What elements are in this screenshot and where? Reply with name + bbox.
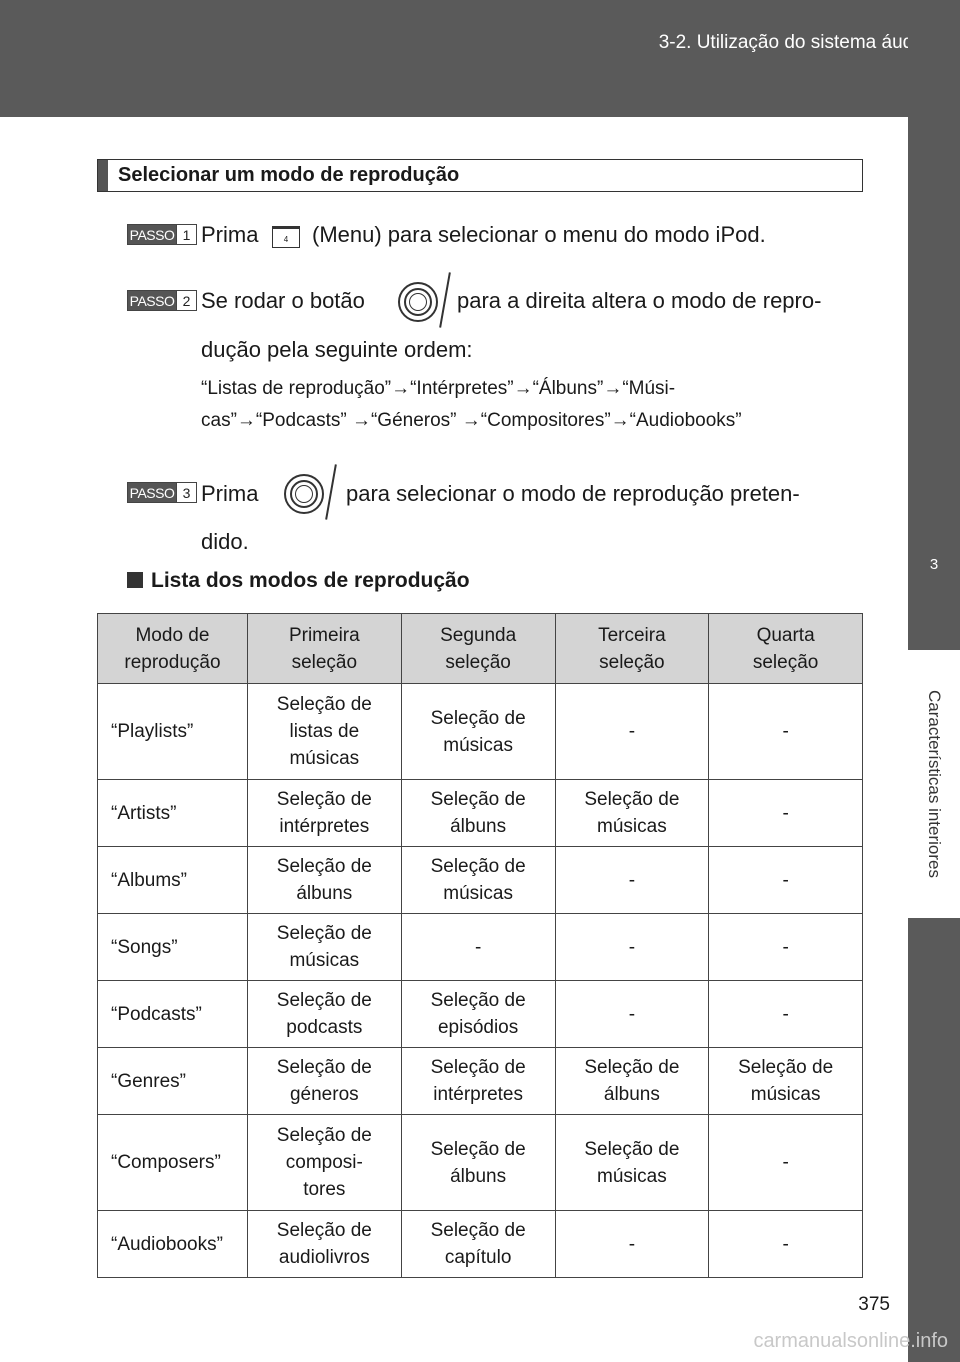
chapter-number-tab: 3 [908, 480, 960, 650]
knob-pointer-line [439, 272, 451, 328]
table-cell: “Albums” [97, 846, 248, 914]
table-cell: - [554, 683, 710, 780]
table-cell: “Composers” [97, 1114, 248, 1211]
table-cell: - [708, 779, 863, 847]
step-2-text-before: Se rodar o botão [201, 288, 365, 313]
tune-knob-icon [398, 282, 438, 322]
step-3-text-cont: dido. [201, 529, 249, 554]
step-1-text-before: Prima [201, 222, 259, 247]
table-cell: - [554, 913, 710, 981]
subheading: Lista dos modos de reprodução [127, 569, 470, 593]
step-number: 3 [176, 483, 196, 502]
order-line-2: cas”→“Podcasts” →“Géneros” →“Compositore… [201, 410, 742, 431]
heading-text: Selecionar um modo de reprodução [118, 164, 460, 186]
table-cell: - [708, 846, 863, 914]
heading-bar [98, 160, 108, 191]
step-2-text-cont: dução pela seguinte ordem: [201, 337, 473, 362]
table-cell: - [708, 980, 863, 1048]
table-cell: “Songs” [97, 913, 248, 981]
order-line-1: “Listas de reprodução”→“Intérpretes”→“Ál… [201, 378, 676, 399]
table-cell: “Audiobooks” [97, 1210, 248, 1278]
section-title: 3-2. Utilização do sistema áudio [658, 32, 928, 53]
square-bullet-icon [127, 572, 143, 588]
tune-knob-icon [284, 474, 324, 514]
step-3-text-after: para selecionar o modo de reprodução pre… [346, 481, 800, 506]
knob-pointer-line [325, 464, 337, 520]
step-label: PASSO [128, 225, 176, 244]
table-cell: - [708, 683, 863, 780]
top-banner: 3-2. Utilização do sistema áudio [0, 0, 960, 117]
step-1-badge: PASSO 1 [127, 224, 197, 245]
step-1-text-after: (Menu) para selecionar o menu do modo iP… [312, 222, 766, 247]
step-3-text-before: Prima [201, 481, 259, 506]
table-cell: - [554, 1210, 710, 1278]
watermark: carmanualsonline.info [753, 1330, 948, 1352]
step-2-badge: PASSO 2 [127, 290, 197, 311]
menu-key-icon: 4 [272, 226, 300, 248]
table-cell: - [400, 913, 556, 981]
page-number: 375 [858, 1294, 890, 1315]
step-label: PASSO [128, 291, 176, 310]
step-3-badge: PASSO 3 [127, 482, 197, 503]
chapter-label: Características interiores [925, 689, 944, 879]
step-2-text-after: para a direita altera o modo de repro- [457, 288, 822, 313]
table-cell: - [708, 1210, 863, 1278]
table-cell: “Playlists” [97, 683, 248, 780]
table-cell: “Artists” [97, 779, 248, 847]
step-number: 2 [176, 291, 196, 310]
table-cell: “Genres” [97, 1047, 248, 1115]
table-cell: - [554, 980, 710, 1048]
table-cell: - [708, 913, 863, 981]
subheading-text: Lista dos modos de reprodução [151, 569, 470, 592]
step-number: 1 [176, 225, 196, 244]
section-heading: Selecionar um modo de reprodução [97, 159, 863, 192]
table-cell: - [708, 1114, 863, 1211]
chapter-label-tab: Características interiores [908, 650, 960, 918]
table-cell: “Podcasts” [97, 980, 248, 1048]
step-label: PASSO [128, 483, 176, 502]
table-cell: - [554, 846, 710, 914]
